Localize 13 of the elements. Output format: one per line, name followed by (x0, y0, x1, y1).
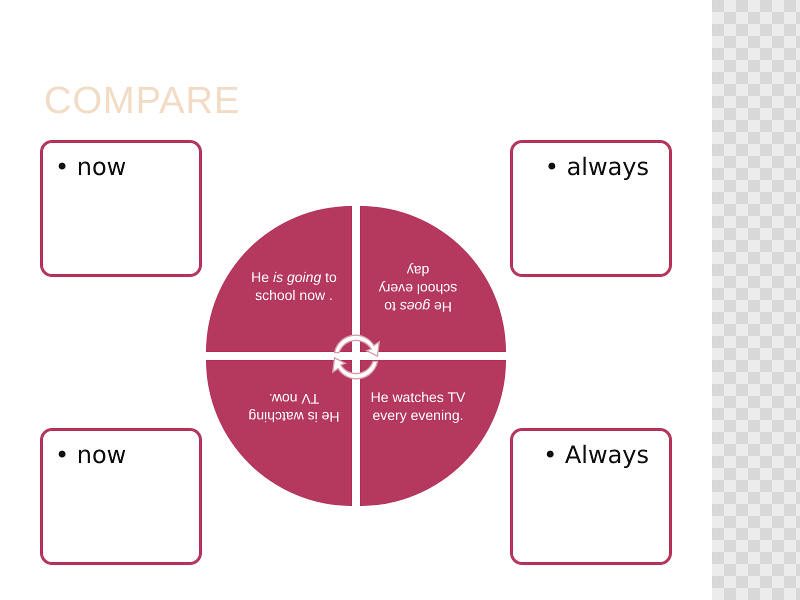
sentence-text: He watches TV every evening. (370, 388, 466, 424)
bullet-text: • Always (543, 441, 649, 469)
sentence-text: He goes to school every day (378, 262, 458, 316)
sentence-text: He is watching TV now. (247, 390, 341, 426)
text-card (510, 140, 672, 277)
bullet-text: • always (544, 153, 649, 181)
text-card (40, 140, 202, 277)
bullet-text: • now (55, 441, 126, 469)
text-card (510, 428, 672, 565)
text-card (40, 428, 202, 565)
bullet-text: • now (55, 153, 126, 181)
slide-title: COMPARE (44, 80, 240, 123)
sentence-text: He is going to school now . (250, 268, 338, 304)
